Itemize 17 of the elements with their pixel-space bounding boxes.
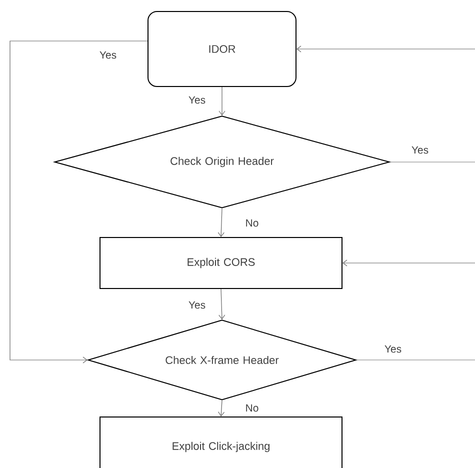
process-box: Exploit CORS	[100, 237, 342, 289]
edge-label: No	[244, 218, 260, 228]
arrow	[218, 86, 226, 116]
arrow	[296, 46, 475, 52]
arrow	[342, 260, 475, 266]
edge-label: Yes	[187, 300, 207, 310]
arrow	[218, 400, 225, 416]
edge-label: Yes	[410, 145, 430, 155]
edge-label: Yes	[383, 344, 403, 354]
edge-label: Yes	[187, 95, 207, 105]
edge-label: No	[244, 403, 260, 413]
arrow	[218, 288, 226, 320]
arrow	[10, 40, 148, 364]
edge-label: Yes	[98, 50, 118, 60]
terminal-box: IDOR	[148, 11, 296, 87]
process-box: Exploit Click-jacking	[100, 416, 342, 468]
arrow	[218, 208, 224, 237]
